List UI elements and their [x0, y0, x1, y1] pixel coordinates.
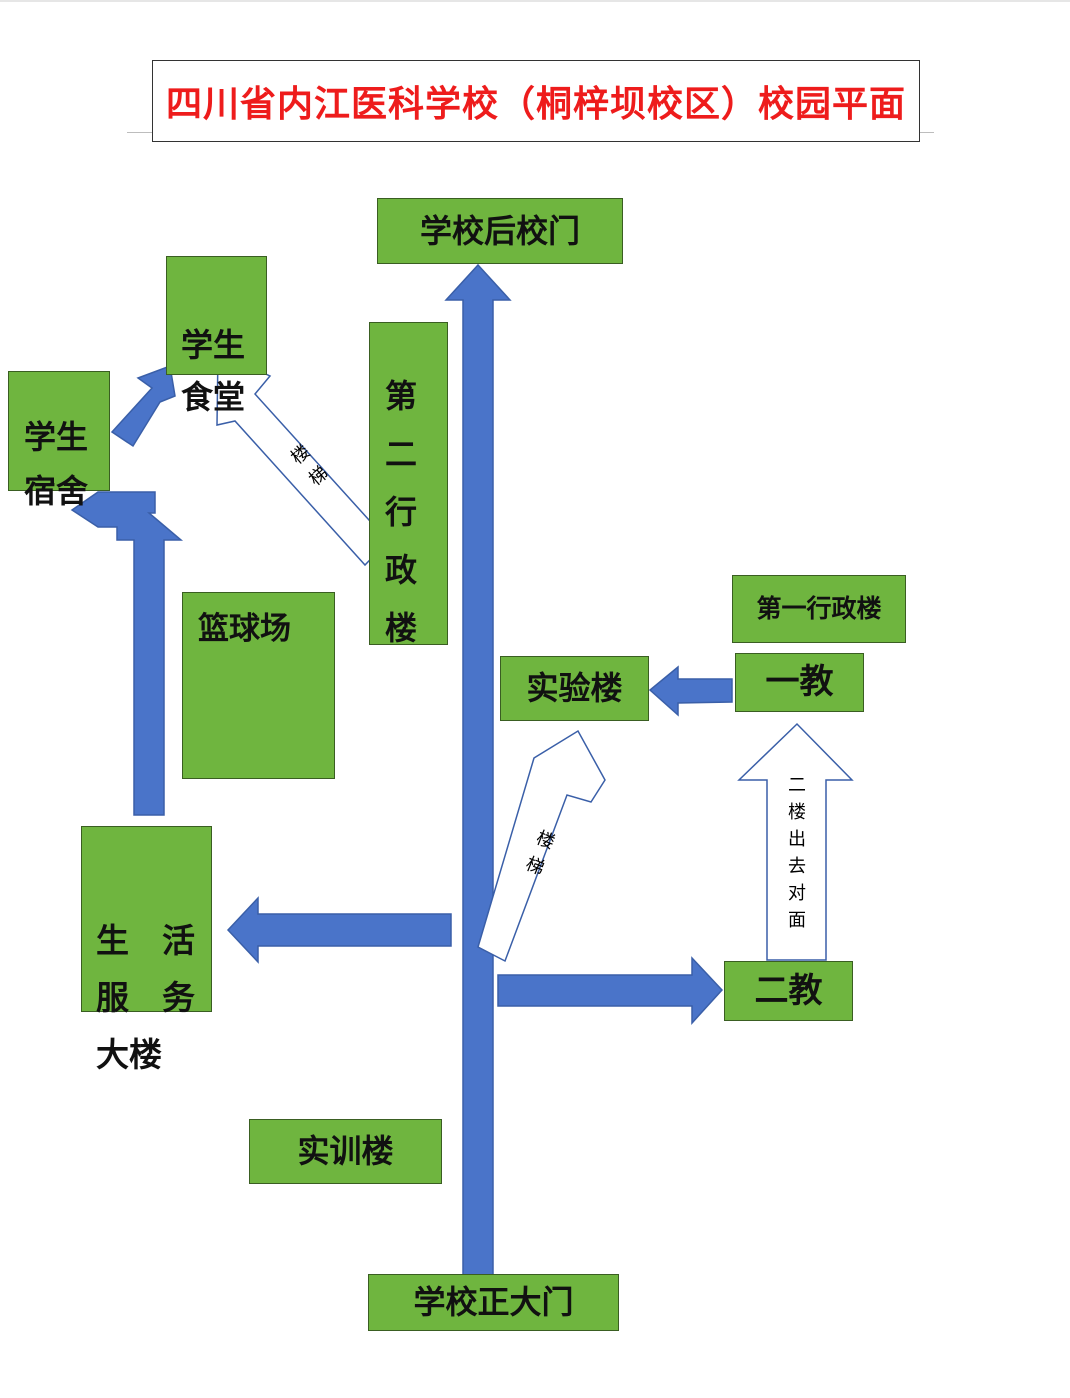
stairs-arrow-upper [216, 350, 390, 567]
student-canteen: 学生 食堂 [166, 256, 267, 416]
teaching-building-1: 一教 [735, 653, 864, 712]
second-floor-text: 二楼出去对面 [788, 775, 806, 931]
admin-building-2: 第 二 行 政 楼 [369, 322, 448, 647]
admin2-label: 第 二 行 政 楼 [385, 377, 418, 648]
lab-building: 实验楼 [500, 656, 649, 721]
lab-label: 实验楼 [526, 669, 623, 708]
title-rule-right [920, 132, 934, 133]
back-gate: 学校后校门 [377, 198, 623, 264]
stairs-arrow-lower [477, 729, 606, 963]
second-floor-label: 二楼出去对面 [784, 772, 810, 934]
admin1-label: 第一行政楼 [756, 594, 882, 623]
service-label: 生 活 服 务 大楼 [96, 921, 195, 1075]
training-building: 实训楼 [249, 1119, 442, 1184]
second-floor-arrow [737, 722, 854, 961]
arrow-to-teach2 [497, 956, 724, 1025]
back-gate-label: 学校后校门 [419, 211, 580, 250]
teach2-label: 二教 [754, 970, 823, 1011]
main-gate: 学校正大门 [368, 1274, 619, 1331]
canteen-label: 学生 食堂 [181, 326, 246, 416]
student-dormitory: 学生 宿舍 [8, 371, 110, 510]
main-gate-label: 学校正大门 [413, 1283, 574, 1322]
basketball-court: 篮球场 [182, 592, 335, 779]
admin-building-1: 第一行政楼 [732, 575, 906, 643]
arrow-dorm-to-canteen [110, 364, 176, 448]
life-service-building: 生 活 服 务 大楼 [81, 826, 212, 1074]
map-title: 四川省内江医科学校（桐梓坝校区）校园平面 [165, 84, 906, 125]
arrow-teach1-to-lab [648, 665, 733, 717]
title-box: 四川省内江医科学校（桐梓坝校区）校园平面 [152, 60, 920, 142]
title-rule-left [127, 132, 152, 133]
main-road-arrow [444, 263, 512, 1279]
top-border [0, 0, 1070, 2]
dormitory-label: 学生 宿舍 [24, 418, 89, 511]
arrow-to-service-building [226, 896, 452, 964]
teaching-building-2: 二教 [724, 961, 853, 1021]
training-label: 实训楼 [297, 1132, 394, 1171]
teach1-label: 一教 [765, 662, 834, 703]
arrow-service-to-dorm [70, 491, 184, 816]
basketball-label: 篮球场 [198, 611, 291, 647]
